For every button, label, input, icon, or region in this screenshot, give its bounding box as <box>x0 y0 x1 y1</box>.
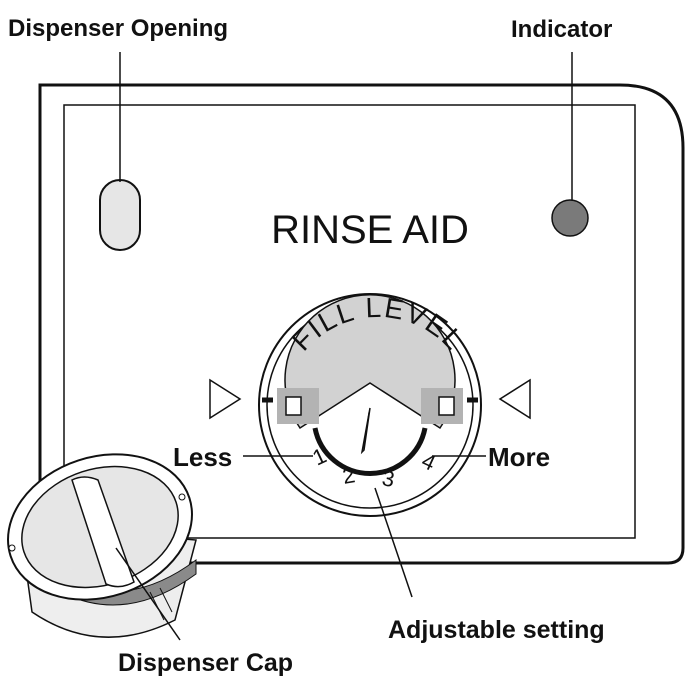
indicator-light <box>551 199 589 237</box>
dial-left-window <box>285 396 302 416</box>
left-arrow-icon <box>209 378 242 420</box>
setting-arc <box>312 427 428 476</box>
cap-notch-right <box>178 493 186 501</box>
dispenser-opening[interactable] <box>99 179 141 251</box>
dial-number-3: 3 <box>380 465 396 492</box>
right-arrow-icon <box>498 378 531 420</box>
setting-pointer-line <box>363 411 370 447</box>
label-more: More <box>488 442 550 472</box>
panel-title: RINSE AID <box>271 208 469 252</box>
dispenser-inner-panel <box>63 104 636 539</box>
label-dispenser-cap: Dispenser Cap <box>118 649 293 677</box>
label-dispenser-opening: Dispenser Opening <box>8 15 228 42</box>
label-indicator: Indicator <box>511 16 612 43</box>
cap-handle <box>71 476 135 588</box>
label-less: Less <box>173 442 232 472</box>
leader-adjustable <box>374 487 413 598</box>
dial-number-2: 2 <box>341 462 357 489</box>
dispenser-cap[interactable] <box>0 431 211 638</box>
dial-fill-band[interactable] <box>284 294 456 430</box>
dial-right-window <box>438 396 455 416</box>
cap-notch-left <box>8 544 16 552</box>
leader-dispenser-cap <box>115 547 181 641</box>
label-adjustable-setting: Adjustable setting <box>388 616 605 644</box>
